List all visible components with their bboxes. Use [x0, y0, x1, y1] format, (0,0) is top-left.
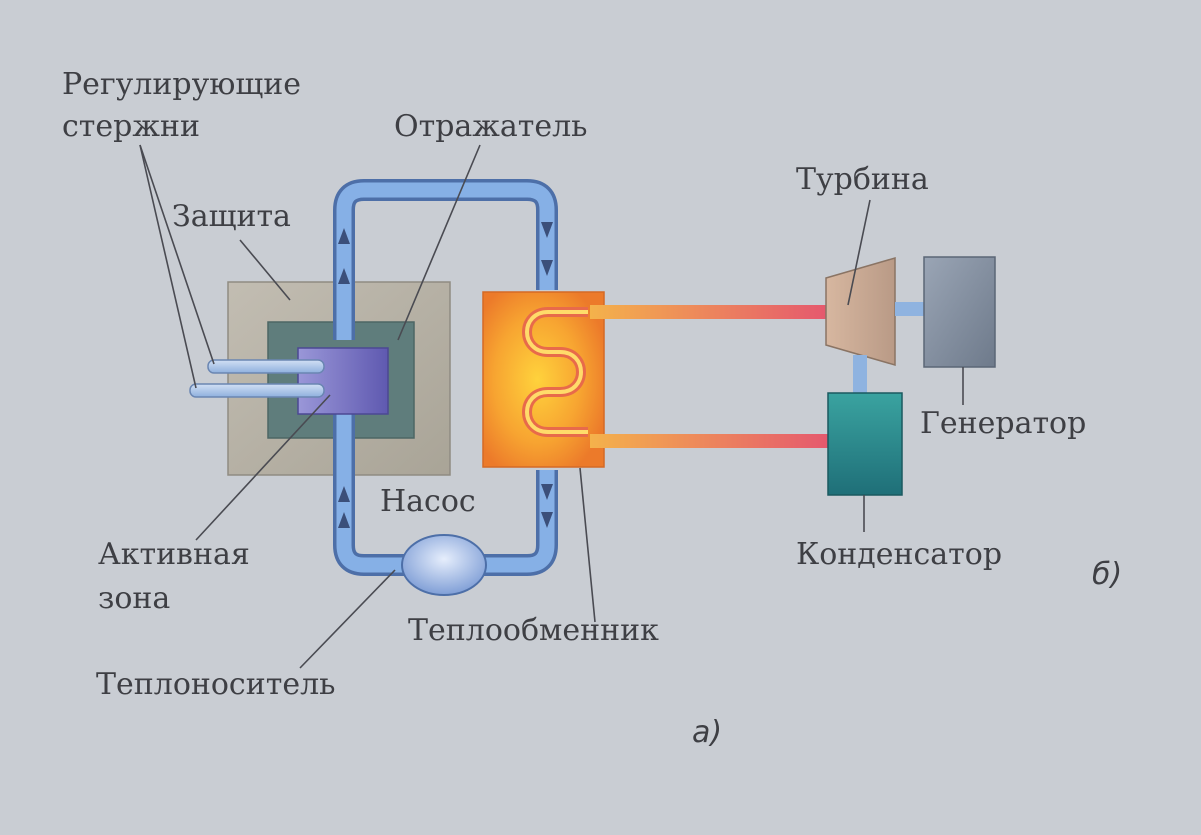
label-heat-exchanger: Теплообменник	[408, 613, 659, 648]
label-coolant: Теплоноситель	[96, 667, 336, 702]
label-generator: Генератор	[920, 406, 1087, 441]
label-pump: Насос	[380, 484, 476, 519]
turbine-condenser-pipe	[853, 355, 867, 395]
flow-arrows	[338, 222, 553, 528]
leader-lines	[139, 144, 964, 669]
pump	[401, 534, 487, 596]
turbine	[825, 257, 896, 366]
label-control-rods-line2: стержни	[62, 109, 200, 144]
label-active-zone-line2: зона	[98, 581, 171, 616]
active-zone-core	[297, 347, 389, 415]
control-rods	[189, 359, 325, 398]
label-reflector: Отражатель	[394, 109, 588, 144]
label-turbine: Турбина	[796, 162, 929, 197]
hot-pipe-top	[590, 305, 828, 319]
generator	[923, 256, 996, 368]
heat-exchanger	[482, 291, 605, 468]
label-condenser: Конденсатор	[796, 537, 1003, 572]
label-subfigure-a: а)	[692, 715, 723, 750]
label-shielding: Защита	[172, 199, 291, 234]
shaft	[895, 302, 925, 316]
label-active-zone-line1: Активная	[98, 537, 250, 572]
label-control-rods-line1: Регулирующие	[62, 67, 301, 102]
condenser	[827, 392, 903, 496]
label-subfigure-b: б)	[1092, 557, 1123, 592]
hot-pipe-bottom	[590, 434, 830, 448]
